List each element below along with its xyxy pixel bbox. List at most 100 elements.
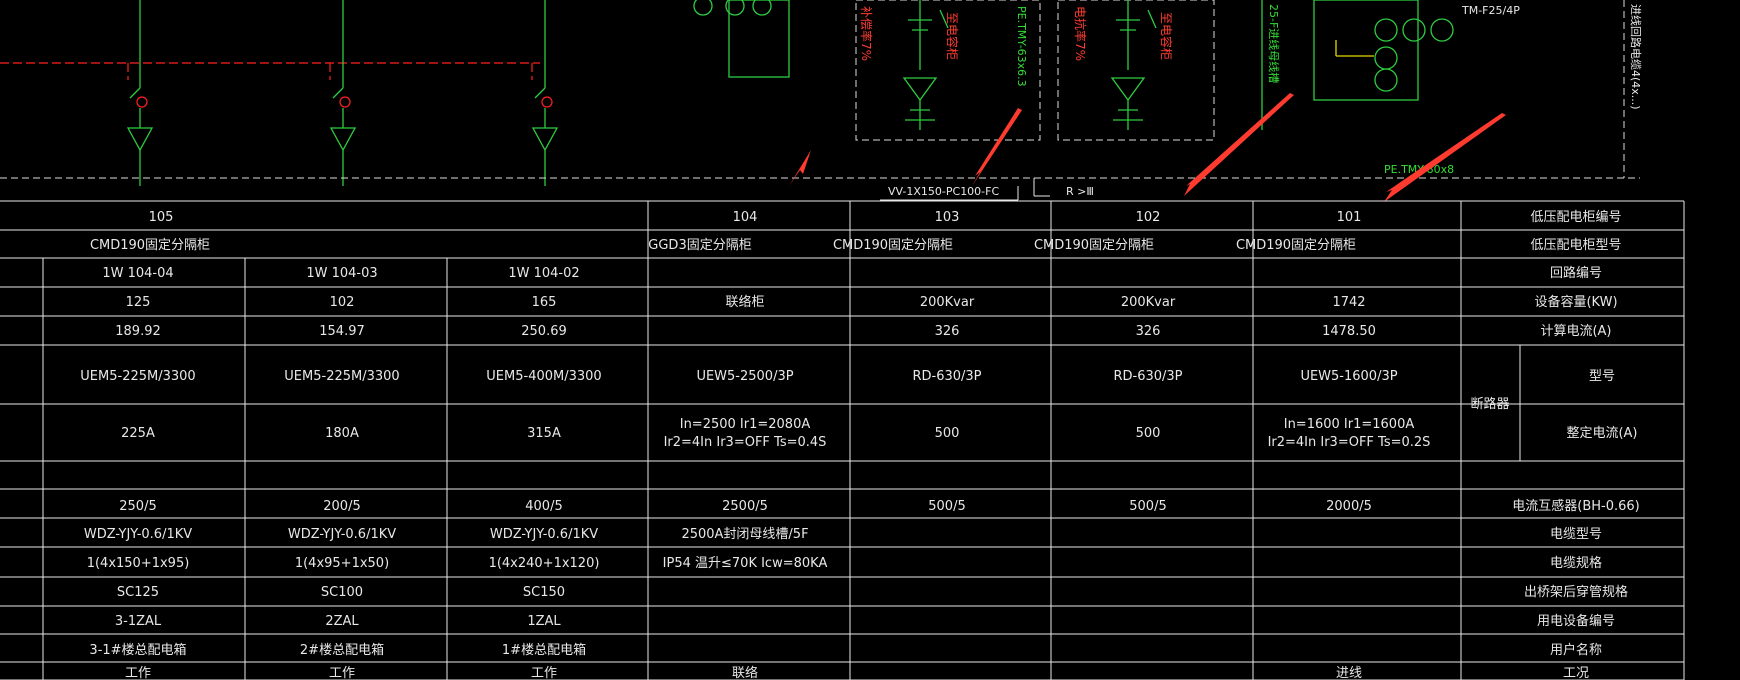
capacitor-bank-102: 电抗率7% 至电容柜	[1057, 0, 1215, 141]
cell2-r3-c1: SC100	[321, 585, 363, 600]
cell-r2-c5: 326	[1136, 324, 1161, 339]
breaker-group-label: 断路器	[1470, 396, 1509, 412]
breaker-setting-label: 整定电流(A)	[1566, 426, 1637, 441]
cell2-r0-c0: 250/5	[119, 499, 156, 514]
cell2-r0-c1: 200/5	[323, 499, 360, 514]
breaker-model-1: UEM5-225M/3300	[284, 369, 399, 384]
row2-label-1: 电缆型号	[1550, 526, 1602, 542]
pe-busbar-label-1: PE.TMY-63x6.3	[1015, 6, 1028, 87]
breaker-model-3: UEW5-2500/3P	[696, 369, 793, 384]
cabinet-type-0: CMD190固定分隔柜	[90, 238, 210, 253]
cell2-r4-c1: 2ZAL	[325, 614, 359, 629]
row2-label-0: 电流互感器(BH-0.66)	[1512, 498, 1639, 514]
cell2-r3-c0: SC125	[117, 585, 159, 600]
capacitor-note-1: 至电容柜	[945, 12, 960, 60]
cell2-r4-c2: 1ZAL	[527, 614, 561, 629]
cell2-r1-c0: WDZ-YJY-0.6/1KV	[84, 527, 192, 542]
cabinet-type-2: CMD190固定分隔柜	[833, 238, 953, 253]
cabinet-type-label: 低压配电柜型号	[1530, 238, 1621, 253]
cell-r1-c3: 联络柜	[725, 294, 764, 310]
circuit-diagram-area: 补偿率7% 至电容柜 PE.TMY-63x6.3 电抗率7% 至电容柜	[0, 0, 1643, 202]
row2-label-3: 出桥架后穿管规格	[1524, 584, 1628, 600]
capacitor-bank-103: 补偿率7% 至电容柜 PE.TMY-63x6.3	[855, 0, 1041, 141]
feeder-circuit-2	[329, 0, 357, 186]
breaker-setting-0: 225A	[121, 426, 155, 441]
r-label: R >Ⅲ	[1066, 185, 1094, 198]
feeder-circuit-1	[126, 0, 154, 186]
vertical-note: 进线回路电缆4(4x...)	[1629, 4, 1643, 110]
cell2-r3-c2: SC150	[523, 585, 565, 600]
breaker-setting-3-b: Ir2=4In Ir3=OFF Ts=0.4S	[664, 435, 827, 450]
cell-r0-c1: 1W 104-03	[306, 266, 377, 281]
cell2-r0-c2: 400/5	[525, 499, 562, 514]
cell2-r6-c2: 工作	[531, 666, 557, 680]
breaker-model-label: 型号	[1589, 369, 1615, 384]
breaker-model-5: RD-630/3P	[1113, 369, 1182, 384]
breaker-model-0: UEM5-225M/3300	[80, 369, 195, 384]
breaker-model-6: UEW5-1600/3P	[1300, 369, 1397, 384]
cabinet-type-1: GGD3固定分隔柜	[648, 238, 751, 253]
cell2-r0-c5: 500/5	[1129, 499, 1166, 514]
annotation-arrow-2	[972, 108, 1022, 186]
cell-r0-c0: 1W 104-04	[102, 266, 173, 281]
cell2-r2-c0: 1(4x150+1x95)	[87, 556, 190, 571]
feeder-circuit-3	[531, 0, 559, 186]
row2-label-4: 用电设备编号	[1537, 613, 1615, 629]
cell-r2-c1: 154.97	[319, 324, 365, 339]
cell2-r2-c3: IP54 温升≤70K Icw=80KA	[663, 556, 828, 571]
breaker-setting-2: 315A	[527, 426, 561, 441]
cell-r1-c4: 200Kvar	[920, 295, 975, 310]
cell-r2-c4: 326	[935, 324, 960, 339]
annotation-arrow-4	[1384, 113, 1506, 202]
busbar-label: 25-F进线母线槽	[1267, 4, 1281, 83]
row2-label-6: 工况	[1563, 666, 1589, 680]
annotation-arrow-1	[789, 150, 811, 186]
capacitor-note-2: 至电容柜	[1159, 12, 1174, 60]
cabinet-number-2: 103	[935, 210, 960, 225]
row-label-0: 回路编号	[1550, 265, 1602, 281]
cell-r1-c5: 200Kvar	[1121, 295, 1176, 310]
cell-r2-c6: 1478.50	[1322, 324, 1376, 339]
reactance-note-2: 电抗率7%	[1073, 6, 1088, 61]
annotation-arrow-3	[1184, 93, 1294, 196]
breaker-note: TM-F25/4P	[1461, 4, 1520, 17]
row-label-1: 设备容量(KW)	[1534, 294, 1617, 310]
cell2-r6-c3: 联络	[732, 665, 758, 680]
breaker-setting-3-a: In=2500 Ir1=2080A	[680, 417, 811, 432]
breaker-setting-6-a: In=1600 Ir1=1600A	[1284, 417, 1415, 432]
reactance-note-1: 补偿率7%	[859, 6, 874, 61]
cabinet-number-1: 104	[733, 210, 758, 225]
cell2-r1-c3: 2500A封闭母线槽/5F	[681, 527, 808, 542]
cabinet-number-0: 105	[149, 210, 174, 225]
breaker-setting-5: 500	[1136, 426, 1161, 441]
cell2-r5-c2: 1#楼总配电箱	[502, 642, 586, 658]
cell-r2-c0: 189.92	[115, 324, 161, 339]
tie-cabinet-symbol	[693, 0, 790, 78]
cell-r0-c2: 1W 104-02	[508, 266, 579, 281]
cell2-r6-c1: 工作	[329, 666, 355, 680]
cell2-r5-c1: 2#楼总配电箱	[300, 642, 384, 658]
cell2-r6-c0: 工作	[125, 666, 151, 680]
cabinet-type-4: CMD190固定分隔柜	[1236, 238, 1356, 253]
cell2-r0-c6: 2000/5	[1326, 499, 1372, 514]
cell-r1-c1: 102	[330, 295, 355, 310]
cabinet-number-4: 101	[1337, 210, 1362, 225]
cabinet-number-3: 102	[1136, 210, 1161, 225]
cell2-r5-c0: 3-1#楼总配电箱	[89, 642, 186, 658]
cell2-r0-c3: 2500/5	[722, 499, 768, 514]
breaker-setting-1: 180A	[325, 426, 359, 441]
cell2-r4-c0: 3-1ZAL	[115, 614, 162, 629]
row-label-2: 计算电流(A)	[1540, 324, 1611, 339]
cell2-r2-c2: 1(4x240+1x120)	[489, 556, 600, 571]
cell-r1-c2: 165	[532, 295, 557, 310]
cell-r2-c2: 250.69	[521, 324, 567, 339]
cell2-r1-c1: WDZ-YJY-0.6/1KV	[288, 527, 396, 542]
cell2-r2-c1: 1(4x95+1x50)	[295, 556, 389, 571]
cabinet-number-label: 低压配电柜编号	[1530, 210, 1621, 225]
breaker-model-2: UEM5-400M/3300	[486, 369, 601, 384]
row2-label-5: 用户名称	[1550, 642, 1602, 658]
breaker-model-4: RD-630/3P	[912, 369, 981, 384]
cable-label: VV-1X150-PC100-FC	[888, 185, 999, 198]
